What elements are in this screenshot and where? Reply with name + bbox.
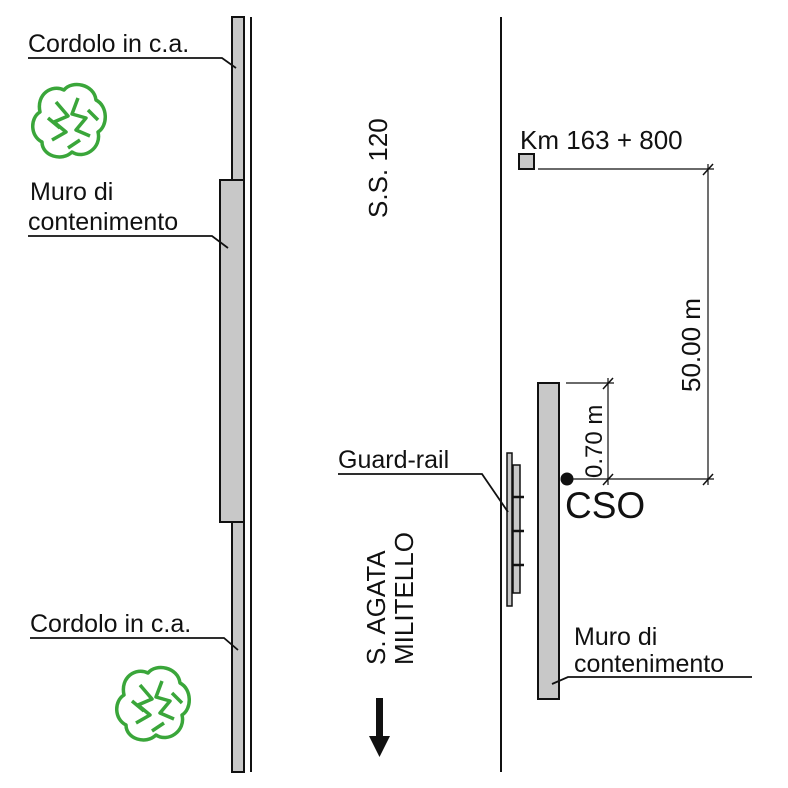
dimension-070m: 0.70 m [566, 377, 614, 486]
cso-point-icon [560, 472, 574, 486]
tree-icon [115, 665, 191, 742]
km-marker-label: Km 163 + 800 [520, 125, 683, 155]
muro-di-contenimento-left [219, 179, 245, 523]
muro-label-left-line2: contenimento [28, 208, 178, 236]
guard-rail-label-group: Guard-rail [338, 446, 509, 513]
leader-line [28, 235, 229, 249]
cordolo-label-bottom-group: Cordolo in c.a. [30, 610, 239, 651]
dimension-50m-label: 50.00 m [676, 298, 706, 392]
left-road-edge [219, 16, 252, 773]
tree-icon [31, 82, 107, 159]
road-name-label: S.S. 120 [363, 118, 393, 218]
dimension-070m-label: 0.70 m [581, 405, 608, 478]
direction-label-line2: MILITELLO [389, 532, 419, 665]
guard-rail-label: Guard-rail [338, 446, 449, 474]
arrow-down-icon [369, 698, 390, 757]
guard-rail-beam [512, 464, 521, 594]
guard-rail [506, 452, 524, 607]
muro-label-right-line1: Muro di [574, 623, 657, 651]
leader-line [30, 637, 239, 651]
cordolo-label-bottom: Cordolo in c.a. [30, 610, 191, 638]
guard-rail-post [506, 452, 513, 607]
muro-label-left-line1: Muro di [30, 178, 113, 206]
muro-label-right-line2: contenimento [574, 650, 724, 678]
cordolo-label-top-group: Cordolo in c.a. [28, 30, 237, 69]
leader-line [338, 473, 509, 513]
muro-label-left-group: Muro di contenimento [28, 178, 229, 249]
cso-label: CSO [565, 485, 645, 526]
direction-label-group: S. AGATA MILITELLO [361, 532, 419, 665]
km-marker-icon [518, 153, 535, 170]
leader-line [551, 676, 752, 685]
km-marker-group: Km 163 + 800 [518, 125, 683, 170]
muro-di-contenimento-right [537, 382, 560, 700]
muro-label-right-group: Muro di contenimento [551, 623, 752, 685]
dimension-50m: 50.00 m [538, 163, 714, 486]
direction-label-line1: S. AGATA [361, 550, 391, 665]
leader-line [28, 57, 237, 69]
cordolo-label-top: Cordolo in c.a. [28, 30, 189, 58]
